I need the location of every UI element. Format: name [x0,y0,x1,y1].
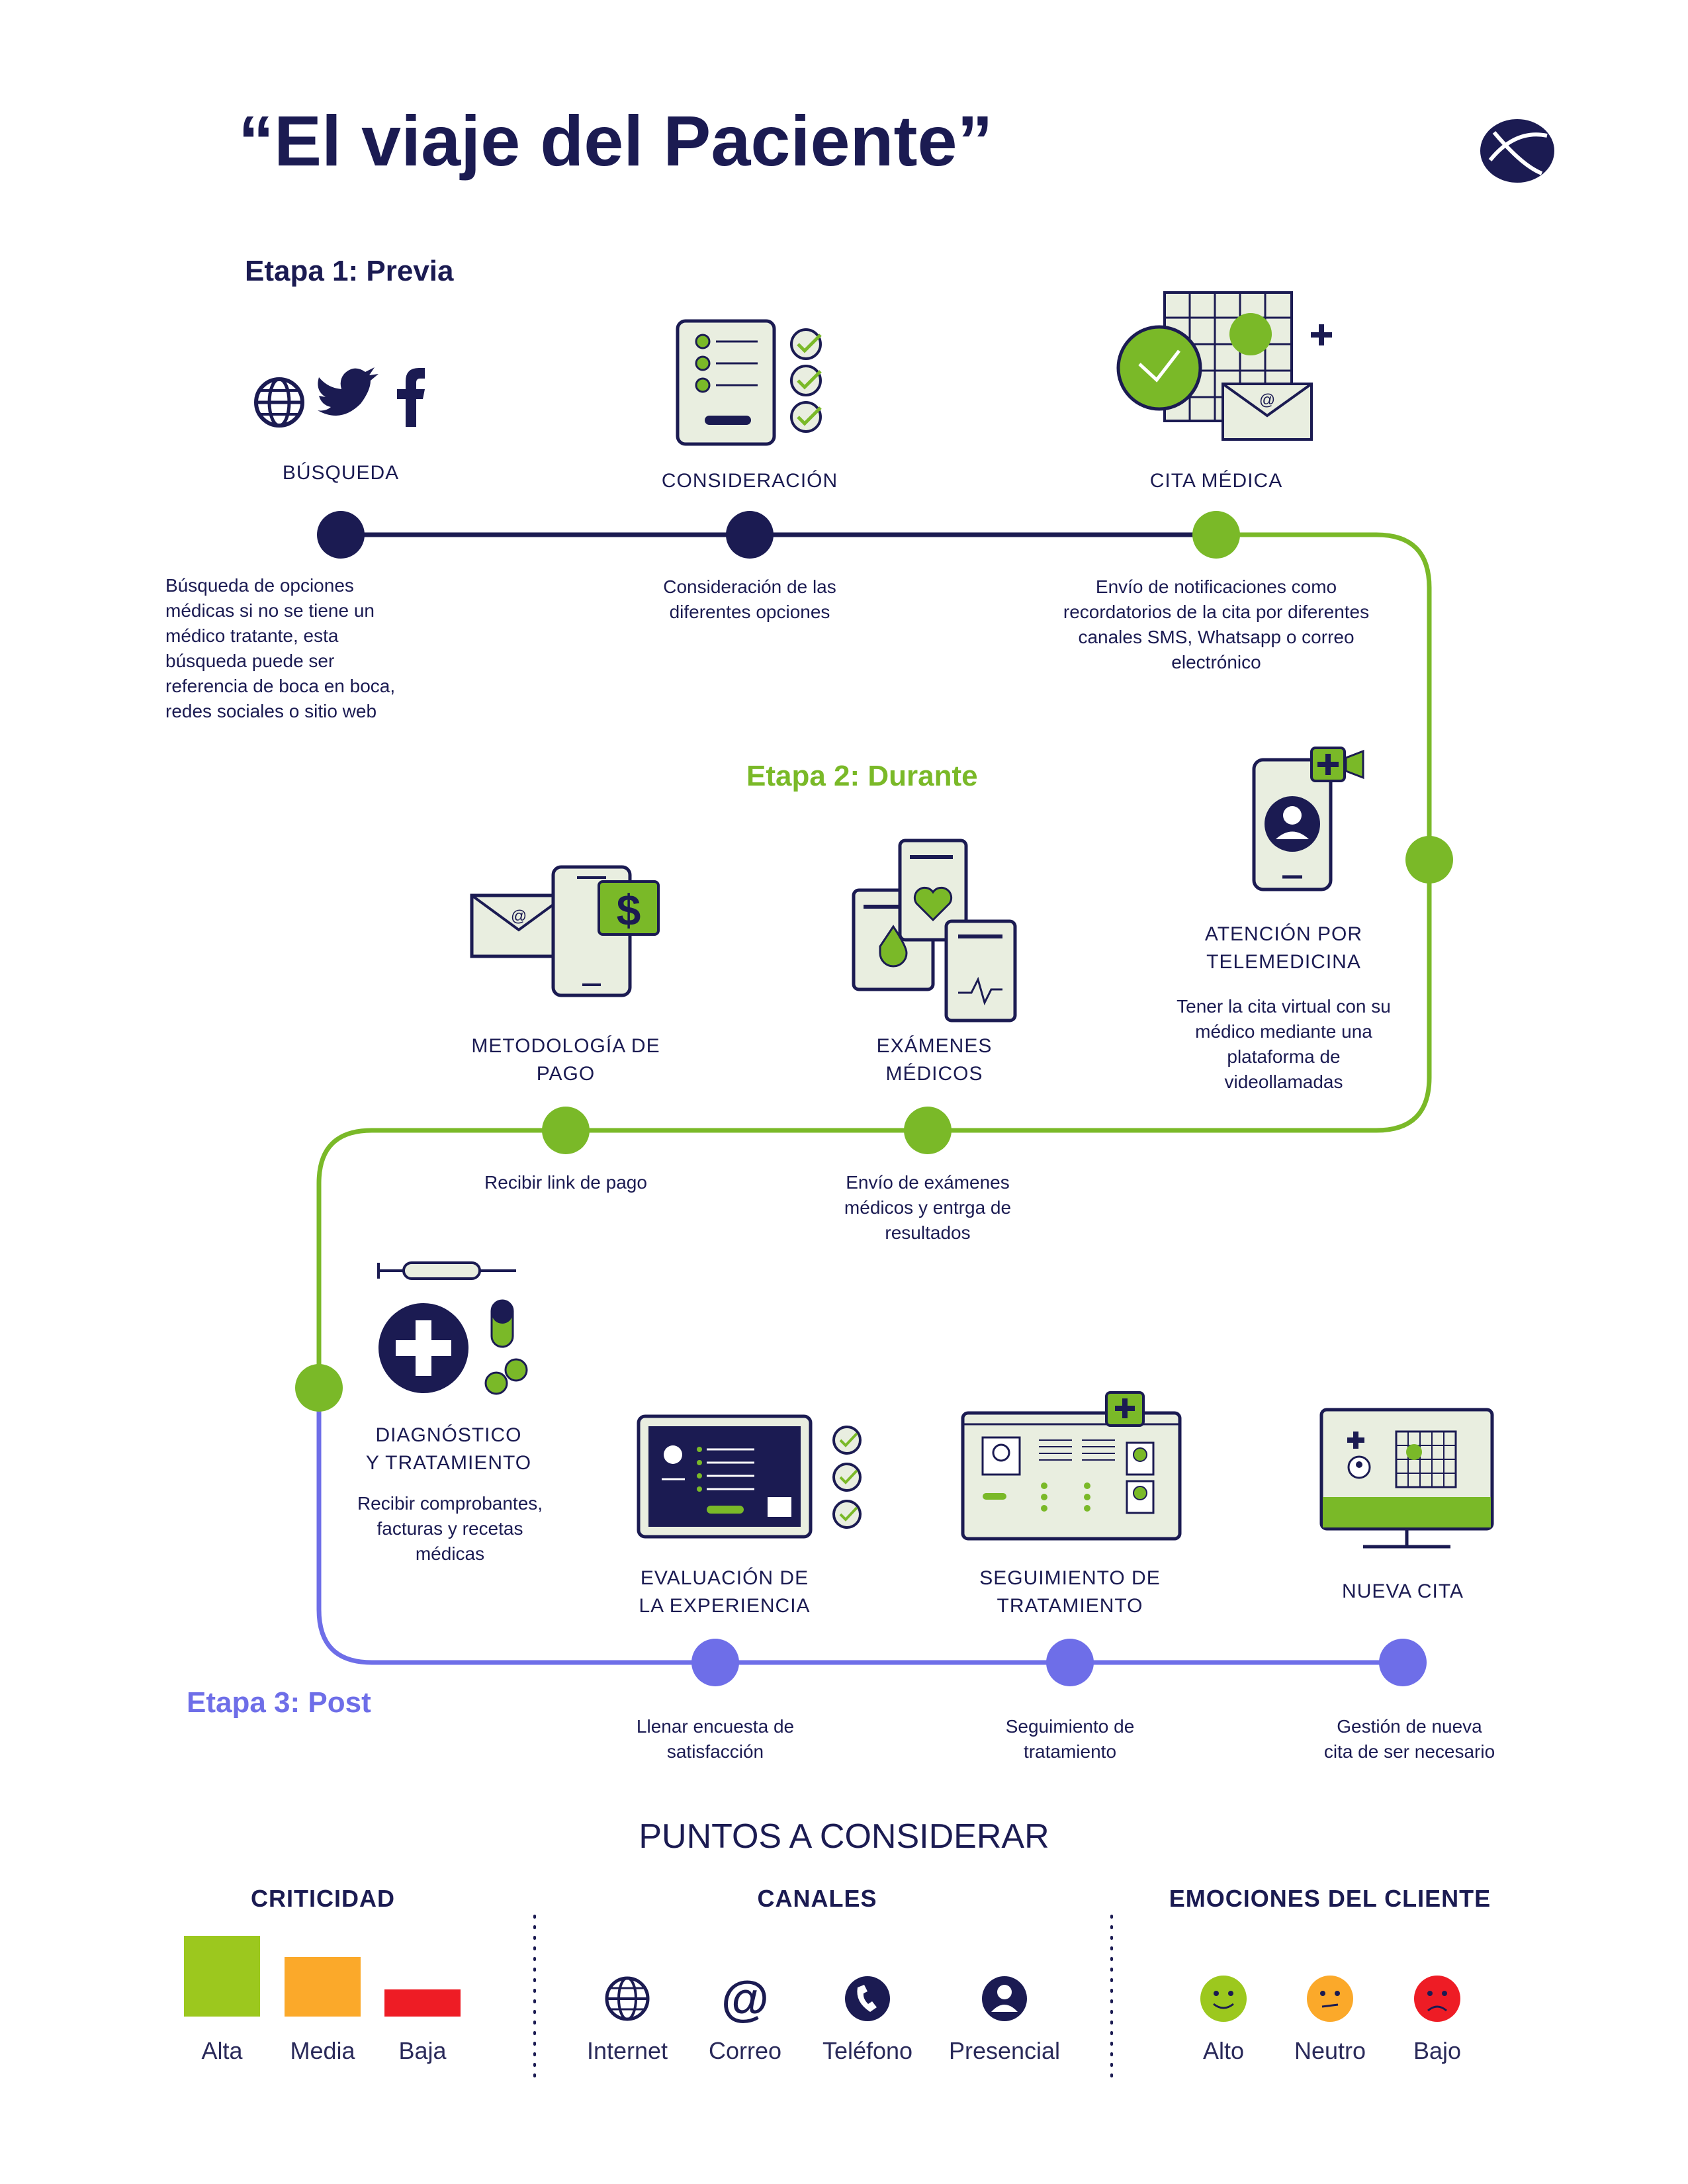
path-stage2 [316,532,1432,1383]
node-examenes [904,1107,952,1154]
stage-2-title: Etapa 2: Durante [746,760,978,792]
sad-face-icon [1414,1976,1460,2022]
at-icon: @ [721,1971,769,2026]
canal-label-internet: Internet [586,2037,668,2064]
emocion-label-bajo: Bajo [1413,2037,1462,2064]
stage-1-title: Etapa 1: Previa [245,255,454,287]
node-nueva-cita [1379,1639,1427,1686]
canales-title: CANALES [757,1885,877,1912]
criticidad-bar-baja [384,1989,461,2017]
svg-text:$: $ [617,886,641,934]
globe-icon [605,1976,650,2021]
phone-video-icon [1252,747,1364,891]
checklist-icon [676,319,822,446]
emocion-label-neutro: Neutro [1294,2037,1366,2064]
neutral-face-icon [1307,1976,1353,2022]
path-stage3 [316,1383,1403,1665]
criticidad-bar-media [285,1957,361,2017]
page-title: “El viaje del Paciente” [238,101,993,181]
survey-tablet-icon [637,1414,862,1539]
node-telemedicina [1405,836,1453,884]
stage-3-title: Etapa 3: Post [187,1686,371,1719]
person-icon [982,1976,1027,2021]
node-pago [542,1107,590,1154]
phone-icon [845,1976,890,2021]
calendar-clock-mail-icon: @ [1116,291,1332,441]
step-desc-pago: Recibir link de pago [484,1172,647,1193]
node-evaluacion [691,1639,739,1686]
canal-label-telefono: Teléfono [822,2037,913,2064]
svg-text:@: @ [1259,391,1275,409]
monitor-calendar-icon [1319,1408,1494,1549]
brand-logo [1480,119,1554,183]
emociones-title: EMOCIONES DEL CLIENTE [1169,1885,1491,1912]
facebook-icon [397,368,425,427]
treatment-tracking-icon [961,1391,1182,1541]
node-diagnostico [295,1364,343,1412]
happy-face-icon [1200,1976,1247,2022]
step-label-busqueda: BÚSQUEDA [282,462,400,484]
criticidad-bars-box [184,1936,468,2017]
svg-text:@: @ [511,907,527,925]
medicine-icon [377,1261,528,1395]
twitter-icon [318,367,378,416]
step-label-consideracion: CONSIDERACIÓN [661,470,838,492]
payment-icon: @ $ [470,865,660,997]
considerations-title: PUNTOS A CONSIDERAR [639,1817,1049,1856]
node-cita-medica [1192,511,1240,559]
node-seguimiento [1046,1639,1094,1686]
canal-label-correo: Correo [708,2037,782,2064]
criticidad-label-baja: Baja [398,2037,447,2064]
criticidad-bar-alta [184,1936,260,2017]
criticidad-title: CRITICIDAD [251,1885,395,1912]
node-busqueda [317,511,365,559]
node-consideracion [726,511,774,559]
step-label-cita-medica: CITA MÉDICA [1149,470,1283,492]
step-label-nueva-cita: NUEVA CITA [1342,1580,1464,1602]
canal-label-presencial: Presencial [948,2037,1061,2064]
globe-icon [254,377,304,428]
emocion-label-alto: Alto [1202,2037,1245,2064]
criticidad-label-alta: Alta [201,2037,243,2064]
medical-documents-icon [852,839,1017,1023]
criticidad-label-media: Media [290,2037,355,2064]
